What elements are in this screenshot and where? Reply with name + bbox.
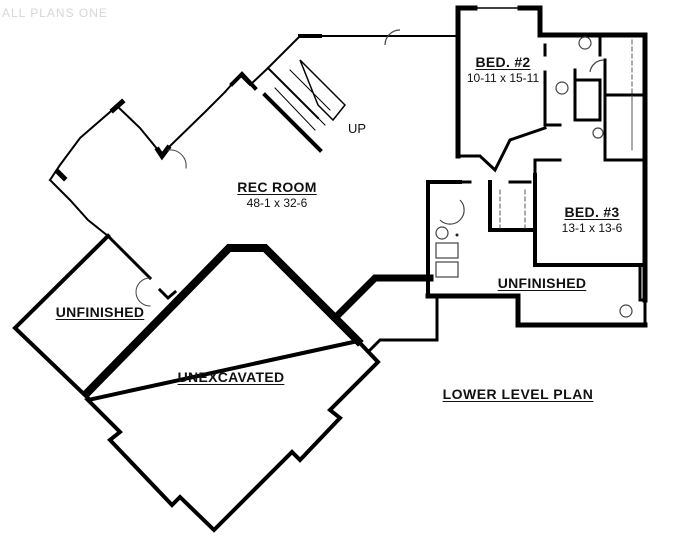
bed-3-wall [533,173,647,267]
plan-title: LOWER LEVEL PLAN [442,386,594,402]
unfinished-right-wall [426,180,462,298]
room-name: BED. #3 [564,204,620,220]
room-dimensions: 48-1 x 32-6 [246,196,308,210]
room-dimensions: 10-11 x 15-11 [466,71,540,85]
room-bed-3: BED. #3 13-1 x 13-6 [548,205,636,234]
fixtures [384,29,633,318]
room-unfinished-right: UNFINISHED [494,276,590,290]
watermark: ALL PLANS ONE [2,6,108,20]
room-name: UNFINISHED [55,304,145,320]
room-name: UNFINISHED [497,275,587,291]
stair-up-label: UP [348,121,367,136]
room-bed-2: BED. #2 10-11 x 15-11 [458,55,548,84]
room-dimensions: 13-1 x 13-6 [561,221,623,235]
room-name: BED. #2 [475,54,531,70]
room-rec-room: REC ROOM 48-1 x 32-6 [222,180,332,209]
rec-room-window-wall [48,104,160,182]
room-unfinished-left: UNFINISHED [52,305,148,319]
room-unexcavated: UNEXCAVATED [168,370,294,384]
room-name: REC ROOM [237,179,317,195]
unfinished-left-wall [12,233,111,401]
unexcavated-wall [82,244,364,398]
room-name: UNEXCAVATED [177,369,285,385]
